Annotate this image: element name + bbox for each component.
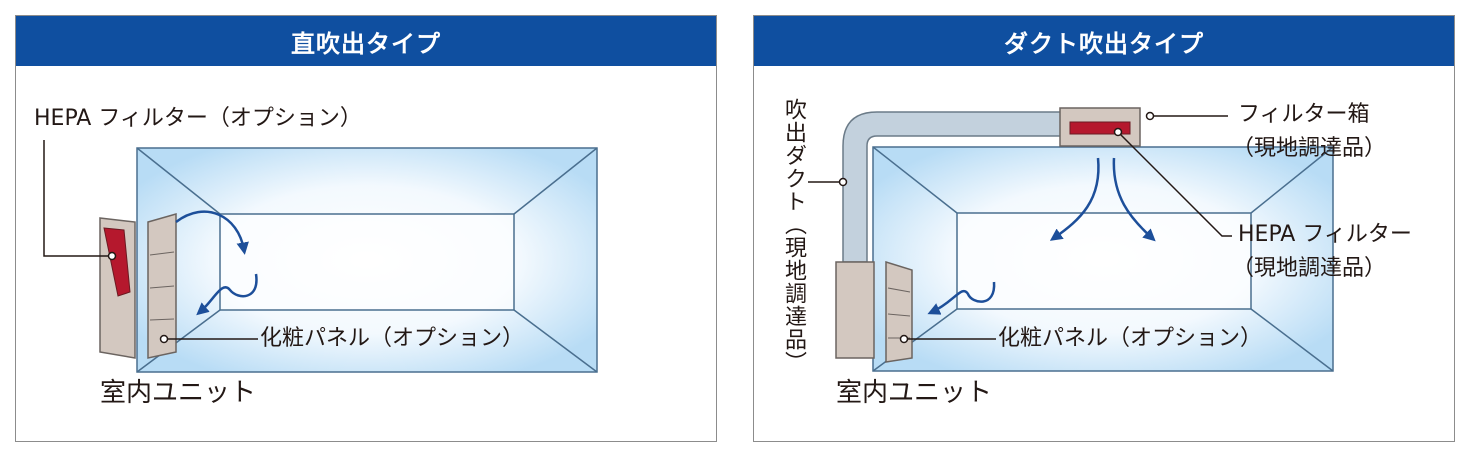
indoor-unit-label: 室内ユニット <box>100 378 257 408</box>
airflow-arrows-left <box>175 210 258 316</box>
hepa-filter-left <box>103 227 131 297</box>
airflow-arrows-right <box>927 157 1156 315</box>
decorative-panel-label: 化粧パネル（オプション） <box>260 326 525 351</box>
hepa-filter-note: （現地調達品） <box>1232 256 1387 281</box>
decorative-panel-label: 化粧パネル（オプション） <box>998 326 1263 351</box>
leader-lines-left <box>43 140 258 344</box>
indoor-unit-left <box>99 213 177 359</box>
room-left <box>136 147 598 373</box>
panel-title: ダクト吹出タイプ <box>754 16 1454 66</box>
filter-box-label: フィルター箱 <box>1238 102 1370 127</box>
panel-title: 直吹出タイプ <box>16 16 716 66</box>
decorative-panel-right <box>885 260 913 363</box>
filter-box <box>1059 107 1141 147</box>
hepa-filter-label: HEPA フィルター <box>1238 222 1412 247</box>
room-right <box>872 146 1334 372</box>
indoor-unit-label: 室内ユニット <box>836 378 993 408</box>
indoor-unit-right <box>835 260 913 363</box>
leader-lines-right <box>808 111 1232 344</box>
hepa-filter-label: HEPA フィルター（オプション） <box>34 106 362 131</box>
filter-box-note: （現地調達品） <box>1232 136 1387 161</box>
outlet-duct-label: 吹出ダクト（現地調達品） <box>781 98 806 374</box>
decorative-panel-left <box>147 213 177 359</box>
